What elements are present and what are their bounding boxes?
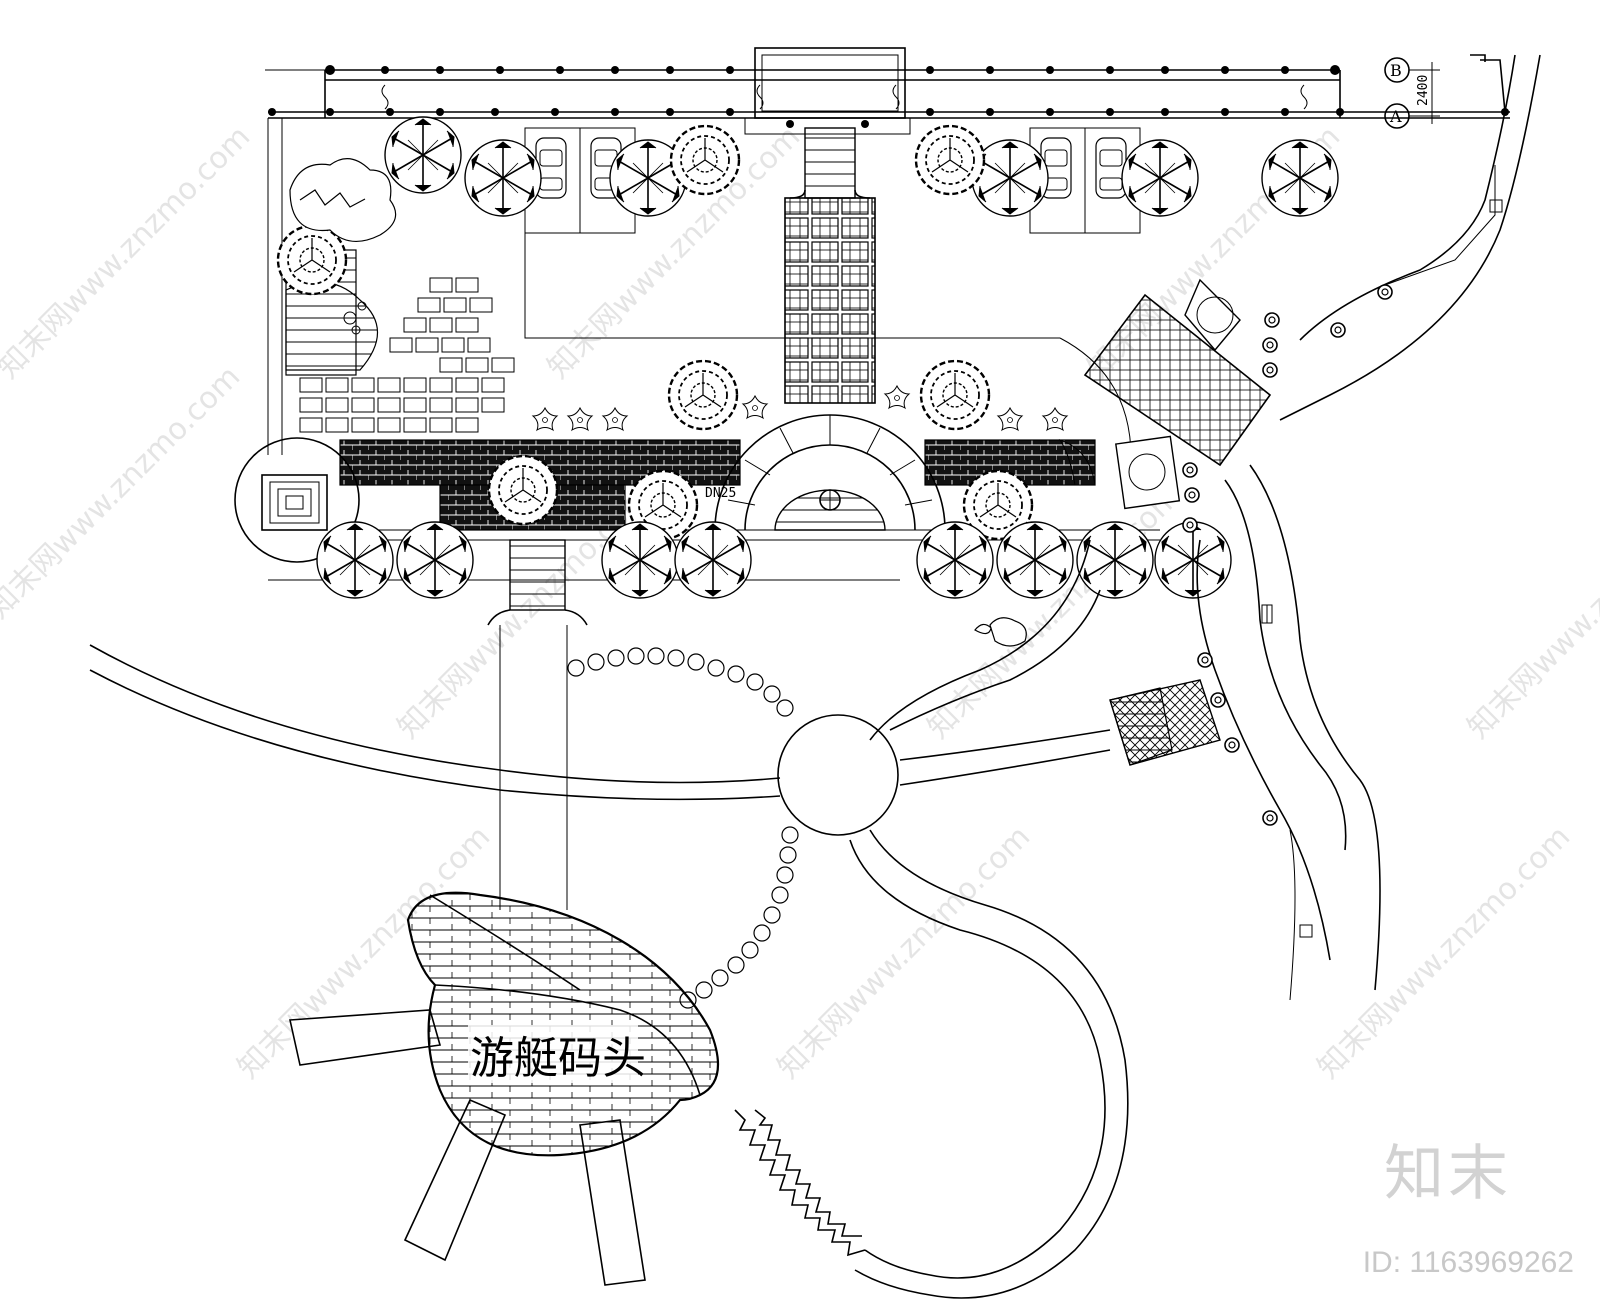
grid-axis-b: B: [1390, 61, 1402, 80]
colonnade-columns: [268, 65, 1509, 128]
watermark-text: 知末网www.znzmo.com: [0, 119, 257, 385]
watermark-text: 知末网www.znzmo.com: [1311, 819, 1577, 1085]
side-pier: [1109, 679, 1221, 766]
image-id-label: ID: 1163969262: [1362, 1246, 1574, 1279]
watermark-text: 知末网www.znzmo.com: [1461, 479, 1600, 745]
east-terrace: [1083, 278, 1280, 533]
shrub-mass: [289, 158, 397, 242]
dimension-label: 2400: [1416, 75, 1431, 106]
rockery: [974, 617, 1027, 647]
zigzag-boardwalk: [734, 1109, 866, 1257]
dock-platform: [406, 891, 720, 1157]
parked-car: [1095, 137, 1127, 199]
dock-label: 游艇码头: [470, 1033, 646, 1084]
watermark-text: 知末网www.znzmo.com: [771, 819, 1037, 1085]
central-paved-walkway: [784, 127, 876, 404]
dock-finger-pier: [289, 1009, 442, 1066]
lakeside-promenade: [89, 539, 1111, 836]
building-colonnade: [265, 47, 1510, 135]
corner-pavilion: [234, 437, 360, 563]
east-road: [1196, 54, 1541, 1001]
yacht-dock: 游艇码头: [289, 891, 720, 1286]
fountain-plaza: DN25: [705, 414, 946, 531]
left-garden: [267, 118, 515, 455]
dock-access-steps: [487, 539, 588, 910]
ground-cover-pavers: [299, 277, 515, 433]
pipe-label: DN25: [705, 486, 736, 501]
watermark-text: 知末网www.znzmo.com: [0, 359, 247, 625]
grid-axis-a: A: [1389, 107, 1402, 126]
grid-axis-markers: B A 2400: [1384, 57, 1440, 129]
parked-car: [535, 137, 567, 199]
brand-logo: 知末: [1384, 1139, 1512, 1209]
tree-row-bottom: [316, 521, 1232, 599]
south-loop-path: [849, 829, 1129, 1299]
